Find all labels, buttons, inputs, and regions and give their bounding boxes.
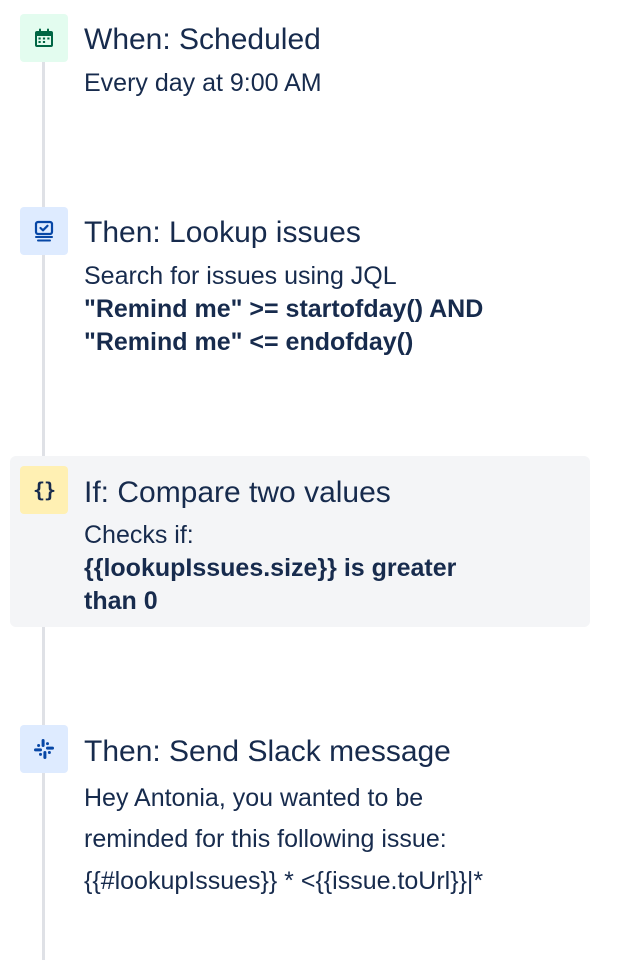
step-title: Then: Send Slack message <box>84 735 451 768</box>
condition-icon-box: {} <box>20 466 68 514</box>
jql-query-line-1: "Remind me" >= startofday() AND <box>84 295 484 323</box>
jql-query-line-2: "Remind me" <= endofday() <box>84 328 414 356</box>
calendar-icon <box>35 28 53 47</box>
slack-message-line-3: {{#lookupIssues}} * <{{issue.toUrl}}|* <box>84 867 484 895</box>
slack-message-line-1: Hey Antonia, you wanted to be <box>84 784 424 812</box>
rule-step-compare-values[interactable]: {} If: Compare two values Checks if: {{l… <box>0 456 620 627</box>
step-description: Checks if: <box>84 521 194 549</box>
slack-message-line-2: reminded for this following issue: <box>84 825 447 853</box>
condition-line-1: {{lookupIssues.size}} is greater <box>84 554 457 582</box>
step-title: When: Scheduled <box>84 23 321 56</box>
lookup-issues-icon <box>34 220 54 242</box>
selected-step-highlight <box>10 456 590 627</box>
step-title: Then: Lookup issues <box>84 216 361 249</box>
rule-step-lookup-issues[interactable]: Then: Lookup issues Search for issues us… <box>0 193 620 393</box>
slack-icon-box <box>20 725 68 773</box>
slack-icon <box>34 739 54 759</box>
step-description: Search for issues using JQL <box>84 262 397 290</box>
braces-icon: {} <box>32 478 56 502</box>
trigger-icon-box <box>20 14 68 62</box>
lookup-icon-box <box>20 207 68 255</box>
condition-line-2: than 0 <box>84 587 158 615</box>
rule-step-send-slack[interactable]: Then: Send Slack message Hey Antonia, yo… <box>0 712 620 912</box>
step-description: Every day at 9:00 AM <box>84 69 322 97</box>
rule-step-trigger[interactable]: When: Scheduled Every day at 9:00 AM <box>0 0 620 160</box>
step-title: If: Compare two values <box>84 476 391 509</box>
